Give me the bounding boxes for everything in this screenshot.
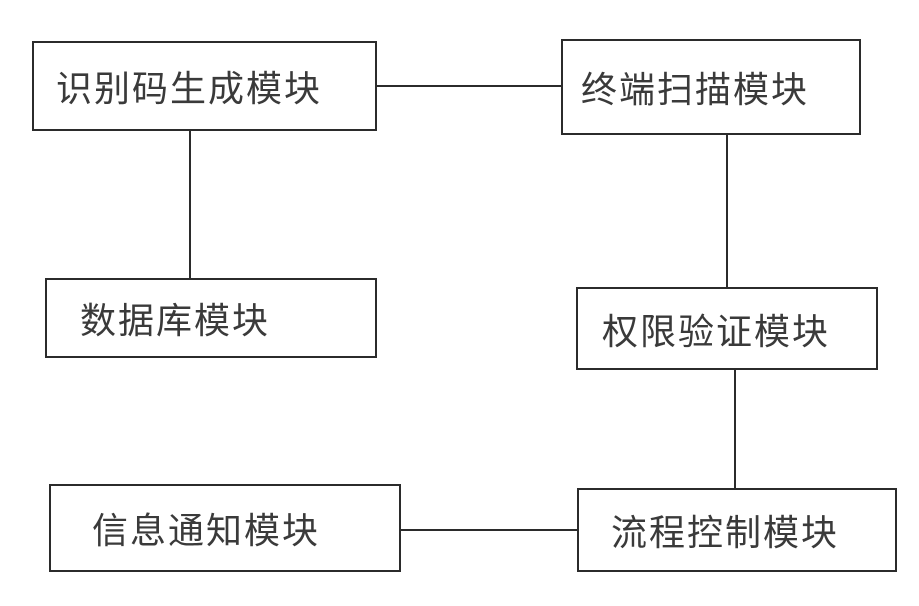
node-database-module: 数据库模块 [45,278,377,358]
node-label: 权限验证模块 [602,303,830,355]
node-info-notify-module: 信息通知模块 [49,484,401,572]
node-label: 信息通知模块 [92,502,320,554]
node-terminal-scan-module: 终端扫描模块 [561,39,861,135]
node-label: 数据库模块 [80,292,270,344]
node-label: 终端扫描模块 [581,61,809,113]
node-flow-control-module: 流程控制模块 [577,488,897,572]
node-label: 识别码生成模块 [56,60,322,112]
node-label: 流程控制模块 [611,504,839,556]
node-auth-verify-module: 权限验证模块 [576,287,878,370]
node-id-code-gen-module: 识别码生成模块 [32,41,377,131]
